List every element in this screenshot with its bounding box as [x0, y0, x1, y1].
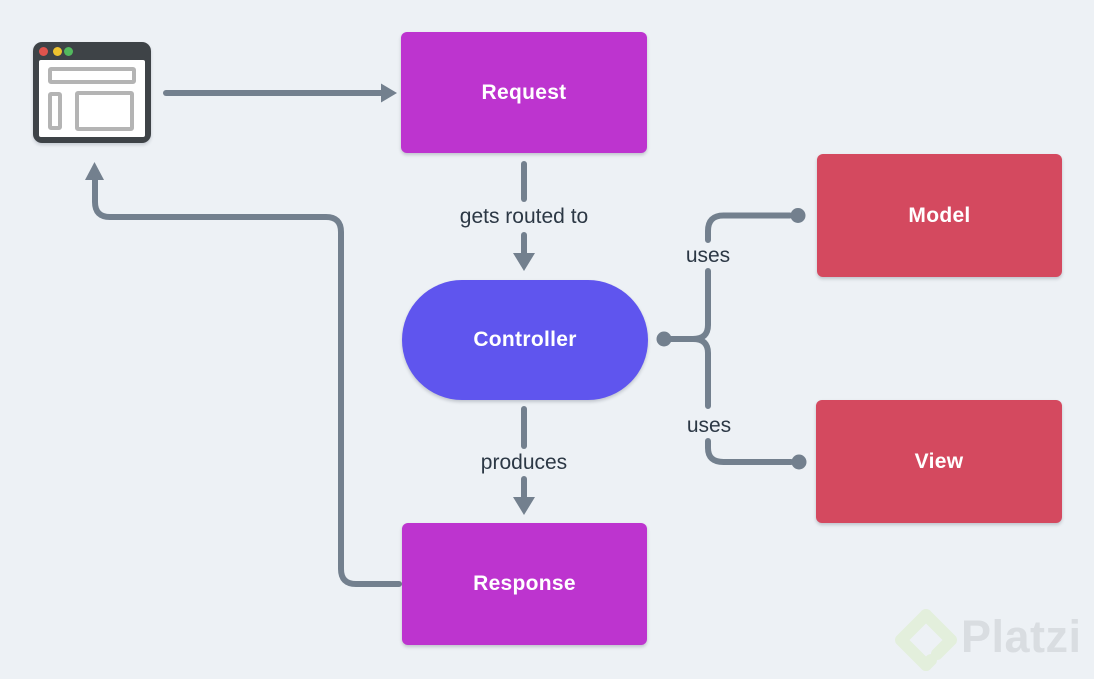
browser-window-icon [33, 42, 151, 143]
edge-controller-to-view [705, 438, 794, 465]
node-request: Request [401, 32, 647, 153]
node-response-label: Response [473, 572, 576, 595]
node-model-label: Model [908, 203, 971, 227]
node-response: Response [402, 523, 647, 645]
arrowhead-up-icon [85, 162, 104, 180]
window-close-dot-icon [39, 46, 48, 56]
platzi-logo-icon [895, 609, 957, 671]
arrowhead-right-icon [381, 83, 397, 103]
edge-response-to-browser [92, 177, 402, 587]
window-minimize-dot-icon [52, 46, 62, 56]
arrowhead-down-icon [513, 497, 535, 515]
node-model: Model [817, 154, 1062, 277]
window-maximize-dot-icon [64, 46, 73, 56]
node-request-label: Request [481, 80, 567, 104]
browser-page-body [39, 60, 145, 137]
connector-dot-controller [656, 331, 672, 347]
connector-dot-model [790, 208, 806, 223]
edge-label-produces: produces [480, 451, 568, 474]
edge-label-gets-routed-to: gets routed to [459, 205, 589, 228]
browser-content-wireframe [75, 91, 134, 131]
node-view: View [816, 400, 1062, 523]
node-controller: Controller [402, 280, 648, 400]
node-controller-label: Controller [473, 328, 577, 351]
browser-navbar-wireframe [48, 67, 136, 84]
watermark-brand-text: Platzi [961, 611, 1082, 662]
node-view-label: View [914, 449, 964, 473]
edge-controller-branch-down [690, 336, 711, 409]
browser-sidebar-wireframe [48, 92, 62, 130]
connector-dot-view [791, 454, 807, 470]
edge-label-uses-view: uses [686, 414, 732, 437]
edge-controller-to-model [705, 212, 793, 243]
arrowhead-down-icon [513, 253, 535, 271]
edge-label-uses-model: uses [685, 244, 731, 267]
edge-controller-branch-up [668, 268, 711, 342]
